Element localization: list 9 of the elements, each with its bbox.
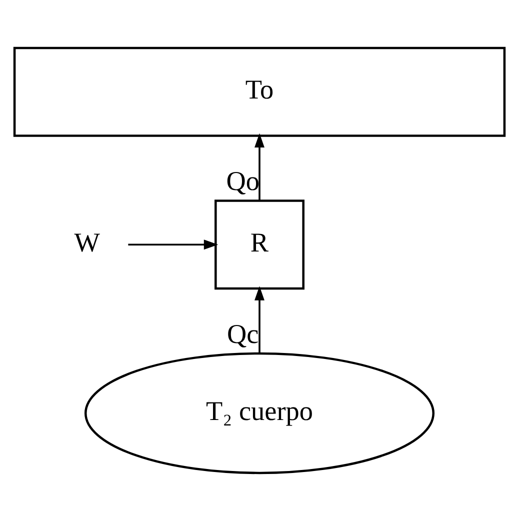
node-box: R	[214, 200, 304, 290]
arrow	[254, 133, 264, 201]
node-box: To	[13, 46, 506, 137]
node-ellipse: T₂ cuerpo	[84, 352, 435, 474]
node-text: W	[74, 227, 100, 258]
arrow	[254, 286, 264, 354]
arrow	[128, 240, 218, 250]
edge-label: Qo	[226, 166, 260, 196]
edge-label: Qc	[227, 319, 259, 350]
